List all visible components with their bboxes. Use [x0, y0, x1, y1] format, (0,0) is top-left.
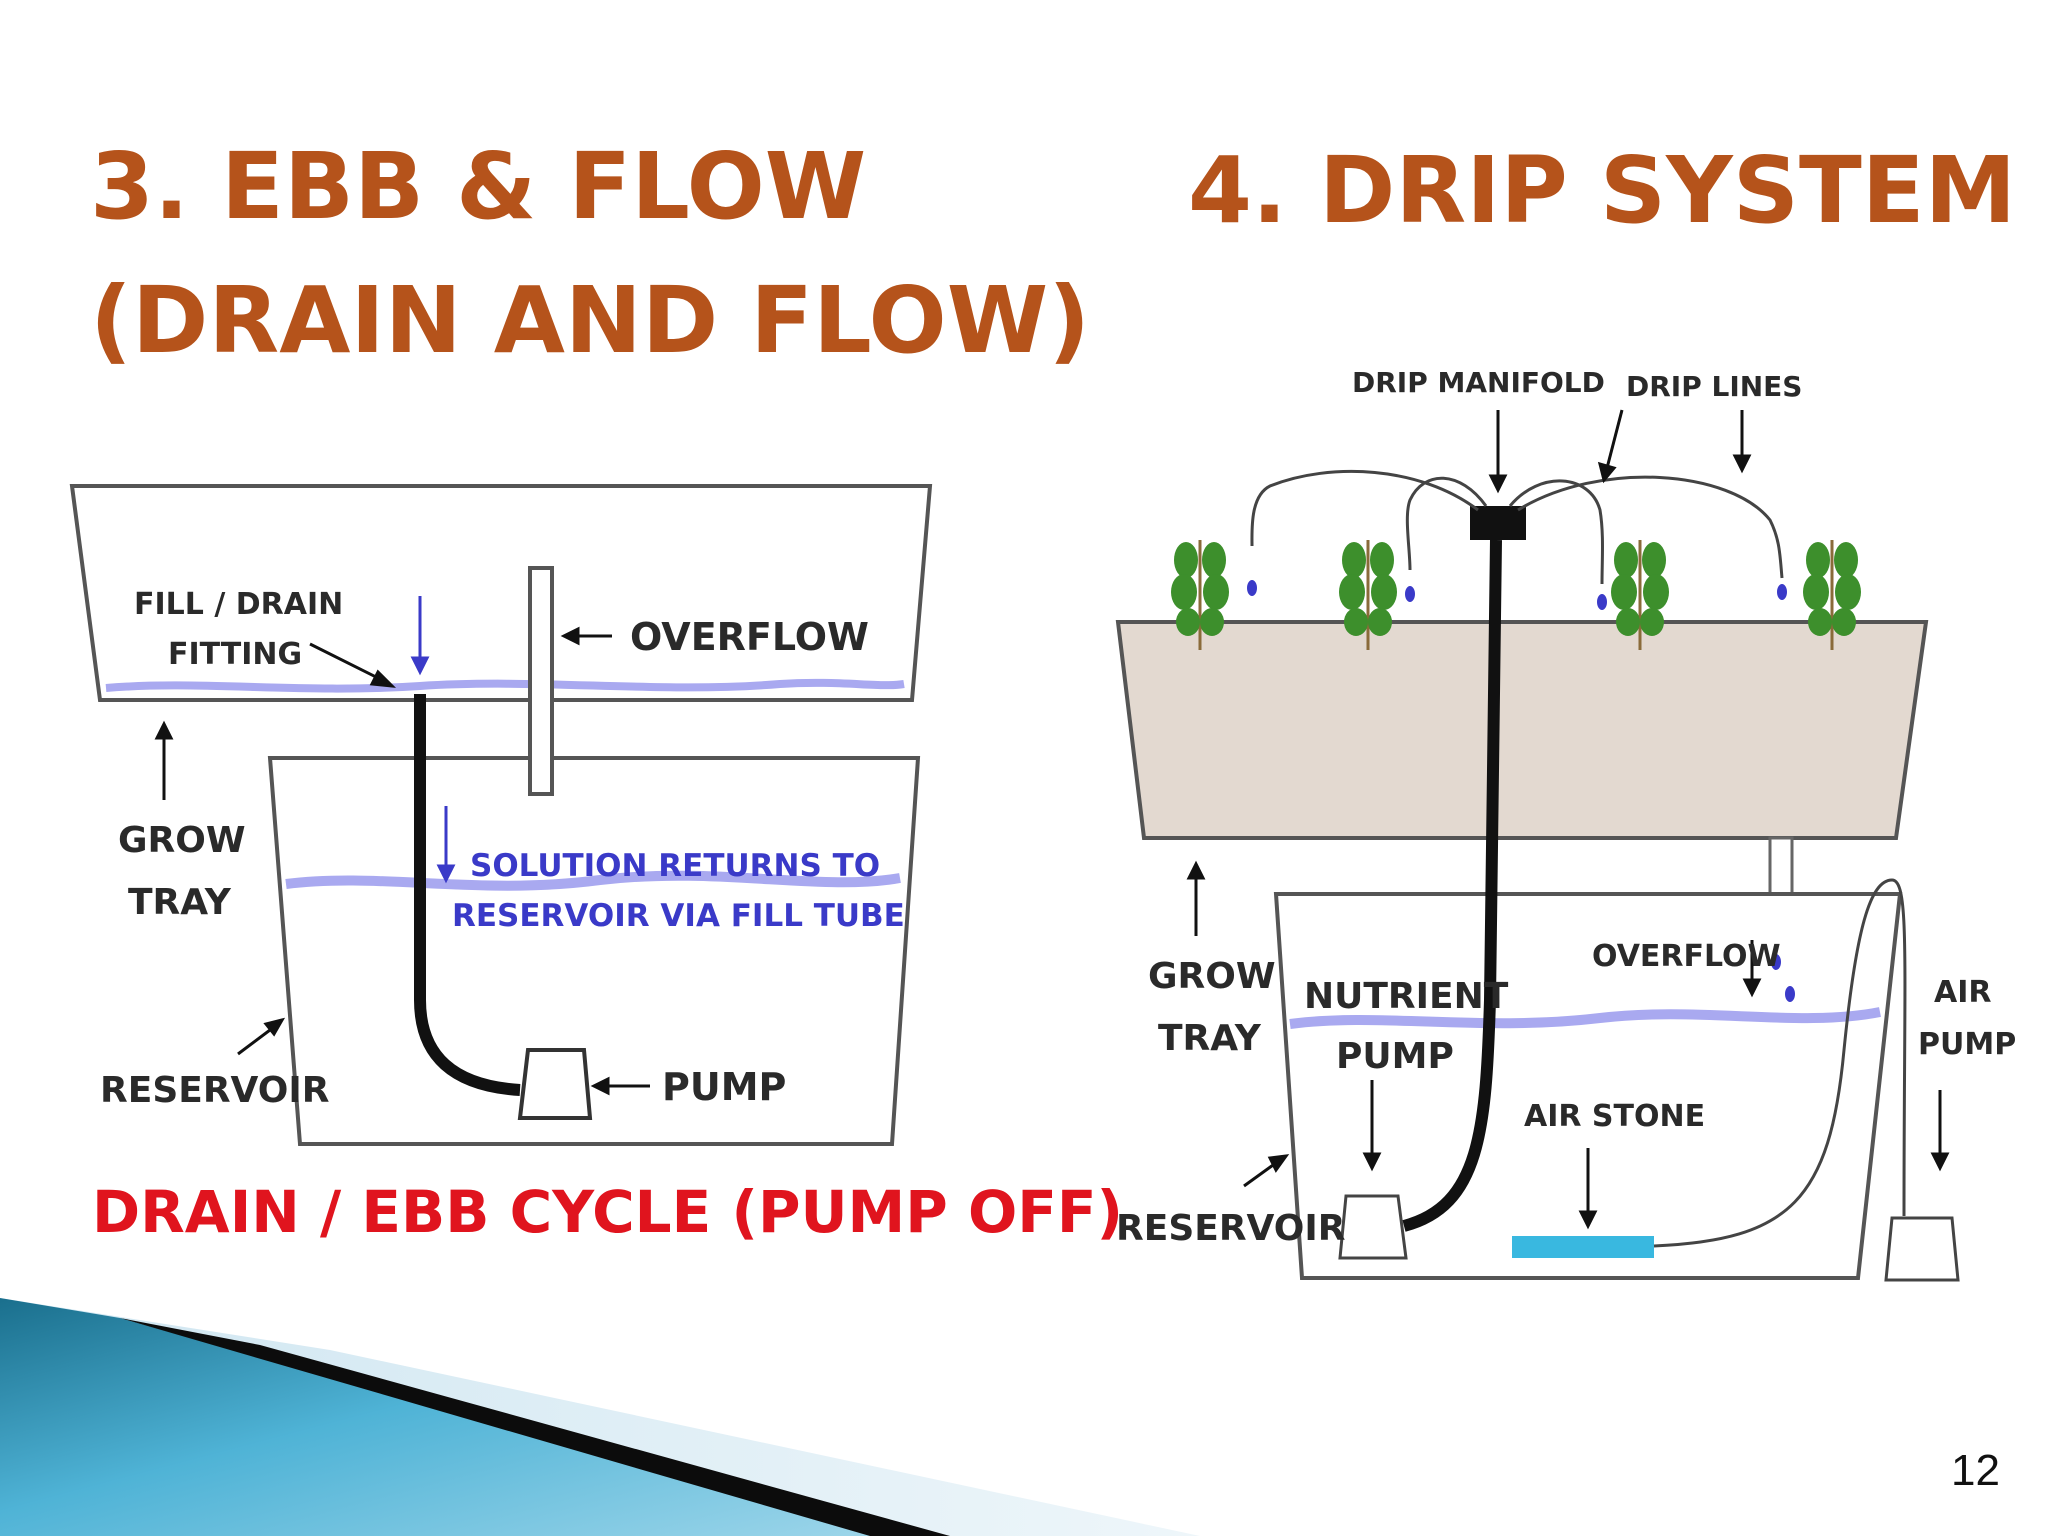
page-number: 12	[1951, 1446, 2000, 1495]
drip-grow-tray-label-line1: GROW	[1148, 956, 1276, 997]
drip-overflow-label: OVERFLOW	[1592, 939, 1781, 974]
ebb-fill-drain-label-line2: FITTING	[168, 637, 302, 672]
ebb-solution-label-line1: SOLUTION RETURNS TO	[470, 848, 880, 884]
drip-nutrient-pump-label-line2: PUMP	[1336, 1036, 1454, 1077]
drip-reservoir-label: RESERVOIR	[1116, 1208, 1346, 1249]
drip-manifold	[1470, 506, 1526, 540]
drip-water-drops	[1247, 580, 1795, 1002]
ebb-cycle-caption: DRAIN / EBB CYCLE (PUMP OFF)	[92, 1178, 1123, 1246]
ebb-reservoir-water	[285, 870, 901, 891]
drip-air-pump-label-line2: PUMP	[1918, 1027, 2016, 1062]
drip-nutrient-pump-label-line1: NUTRIENT	[1304, 976, 1509, 1017]
ebb-grow-tray-label-line1: GROW	[118, 820, 246, 861]
drip-lines	[1250, 469, 1784, 585]
drip-air-stone	[1512, 1236, 1654, 1258]
drip-lines-label: DRIP LINES	[1626, 370, 1802, 403]
drip-air-stone-label: AIR STONE	[1524, 1099, 1705, 1134]
drip-manifold-label: DRIP MANIFOLD	[1352, 366, 1605, 399]
drip-grow-tray	[1115, 620, 1929, 840]
drip-reservoir	[1273, 892, 1903, 1280]
drip-reservoir-water	[1289, 1007, 1881, 1029]
ebb-grow-tray	[69, 484, 933, 702]
drip-air-pump-label-line1: AIR	[1934, 975, 1991, 1010]
ebb-overflow-tube	[528, 566, 554, 796]
ebb-flow-title-line2: (DRAIN AND FLOW)	[90, 267, 1091, 374]
drip-system-title: 4. DRIP SYSTEM	[1188, 137, 2017, 244]
drip-lines-arrow	[1604, 409, 1624, 473]
drip-air-line	[1653, 878, 1907, 1248]
drip-nutrient-pump	[1338, 1194, 1408, 1260]
ebb-flow-title-line1: 3. EBB & FLOW	[90, 133, 867, 240]
ebb-fill-drain-label-line1: FILL / DRAIN	[134, 587, 343, 622]
ebb-overflow-label: OVERFLOW	[630, 615, 869, 659]
drip-grow-tray-label-line2: TRAY	[1158, 1018, 1262, 1059]
ebb-flow-title: 3. EBB & FLOW (DRAIN AND FLOW)	[90, 120, 1090, 388]
ebb-fill-tube	[414, 694, 521, 1096]
ebb-fill-drain-arrow	[309, 642, 387, 684]
ebb-pump-label: PUMP	[662, 1065, 786, 1109]
drip-feed-tube	[1402, 539, 1502, 1232]
ebb-pump	[517, 1048, 593, 1120]
ebb-solution-label-line2: RESERVOIR VIA FILL TUBE	[452, 898, 905, 934]
drip-plants	[1171, 540, 1861, 650]
drip-air-pump	[1884, 1216, 1960, 1282]
ebb-reservoir-label: RESERVOIR	[100, 1070, 330, 1111]
ebb-grow-tray-label-line2: TRAY	[128, 882, 232, 923]
